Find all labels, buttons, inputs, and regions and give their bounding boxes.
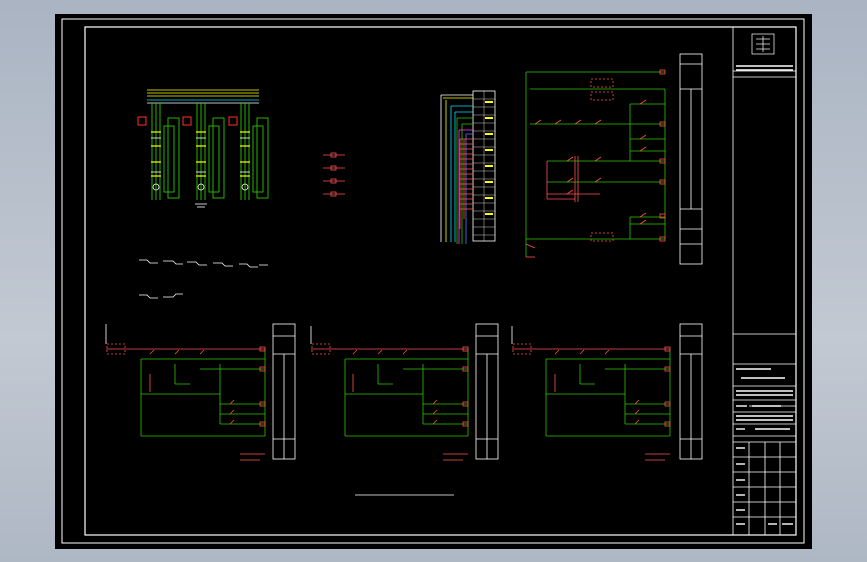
- control-ladder-2: [310, 323, 499, 461]
- control-ladder-3: [511, 323, 703, 461]
- drawing-viewport[interactable]: [55, 14, 812, 549]
- seal-logo: [751, 33, 775, 55]
- symbol-legend: [323, 152, 345, 197]
- outer-border: [61, 18, 805, 544]
- notes-strokes: [139, 259, 268, 299]
- title-block: [732, 27, 796, 535]
- terminal-strip: [440, 90, 496, 244]
- control-ladder-1: [105, 323, 296, 461]
- motor-power-circuits: [137, 89, 269, 208]
- inner-border: [84, 26, 797, 536]
- electrical-drawing-sheet: [61, 18, 805, 544]
- title-block-fine-print: [736, 65, 793, 525]
- control-ladder-main: [525, 53, 703, 265]
